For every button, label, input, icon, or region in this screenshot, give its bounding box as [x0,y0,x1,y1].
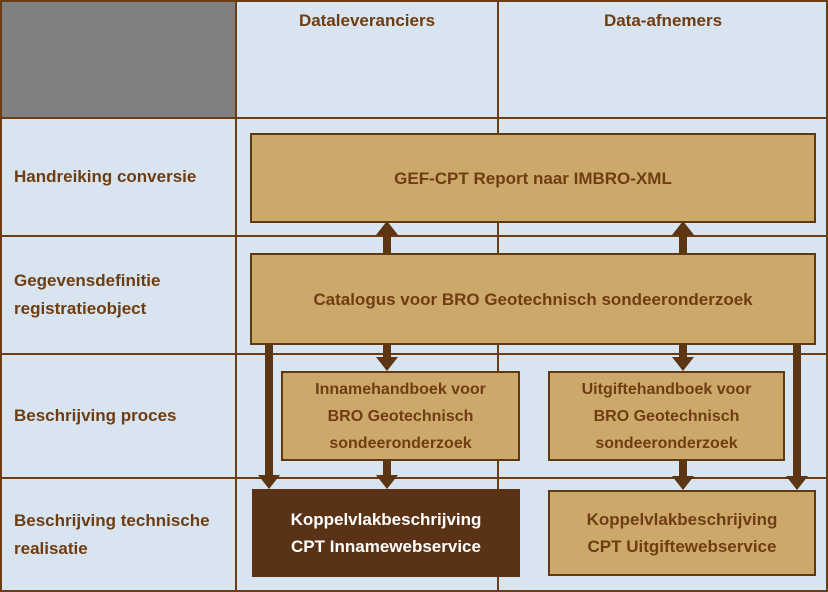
box-gef-cpt-report-naar-imbro-xml: GEF-CPT Report naar IMBRO-XML [250,133,816,223]
arrow-down-catalogus-to-koppelvlak-uitgifte [786,343,808,490]
arrowhead-down-icon [672,476,694,490]
arrow-up-catalogus-to-gefcpt-left [376,221,398,253]
grid-line-row-4 [2,477,826,479]
box-label: Uitgiftehandboek voor BRO Geotechnisch s… [581,380,752,452]
row-header-handreiking-conversie: Handreiking conversie [14,167,197,186]
arrowhead-down-icon [376,475,398,489]
arrow-shaft [793,343,801,476]
arrow-shaft [383,459,391,475]
box-koppelvlakbeschrijving-cpt-uitgiftewebservice: Koppelvlakbeschrijving CPT Uitgiftewebse… [548,490,816,576]
row-header-beschrijving-technische-realisatie: Beschrijving technische realisatie [14,510,210,558]
box-catalogus-bro-geotechnisch-sondeeronderzoek: Catalogus voor BRO Geotechnisch sondeero… [250,253,816,345]
arrow-shaft [679,235,687,253]
arrowhead-down-icon [376,357,398,371]
row-header-beschrijving-proces: Beschrijving proces [14,406,177,425]
grid-line-row-3 [2,353,826,355]
grid-line-col-1 [235,2,237,590]
arrow-down-innamehandboek-to-koppelvlak-inname [376,459,398,489]
arrow-up-catalogus-to-gefcpt-right [672,221,694,253]
box-label: Innamehandboek voor BRO Geotechnisch son… [315,380,486,452]
box-label: Koppelvlakbeschrijving CPT Uitgiftewebse… [586,510,778,556]
box-uitgiftehandboek: Uitgiftehandboek voor BRO Geotechnisch s… [548,371,785,461]
arrowhead-down-icon [672,357,694,371]
column-header-data-afnemers: Data-afnemers [603,11,723,30]
box-label: Koppelvlakbeschrijving CPT Innamewebserv… [290,510,482,556]
corner-cell [2,2,236,118]
arrowhead-down-icon [258,475,280,489]
arrow-down-catalogus-to-innamehandboek [376,343,398,371]
arrow-down-catalogus-to-uitgiftehandboek [672,343,694,371]
arrow-down-uitgiftehandboek-to-koppelvlak-uitgifte [672,459,694,490]
arrow-shaft [679,343,687,357]
arrowhead-up-icon [376,221,398,235]
box-innamehandboek: Innamehandboek voor BRO Geotechnisch son… [281,371,520,461]
arrow-shaft [265,343,273,475]
arrowhead-down-icon [786,476,808,490]
grid-line-row-2 [2,235,826,237]
grid-line-row-1 [2,117,826,119]
arrowhead-up-icon [672,221,694,235]
box-label: Catalogus voor BRO Geotechnisch sondeero… [313,289,753,309]
arrow-shaft [679,459,687,476]
row-header-gegevensdefinitie-registratieobject: Gegevensdefinitie registratieobject [14,271,161,318]
arrow-down-catalogus-to-koppelvlak-inname [258,343,280,489]
column-header-dataleveranciers: Dataleveranciers [298,11,436,30]
box-koppelvlakbeschrijving-cpt-innamewebservice: Koppelvlakbeschrijving CPT Innamewebserv… [252,489,520,577]
box-label: GEF-CPT Report naar IMBRO-XML [394,168,672,188]
arrow-shaft [383,235,391,253]
arrow-shaft [383,343,391,357]
